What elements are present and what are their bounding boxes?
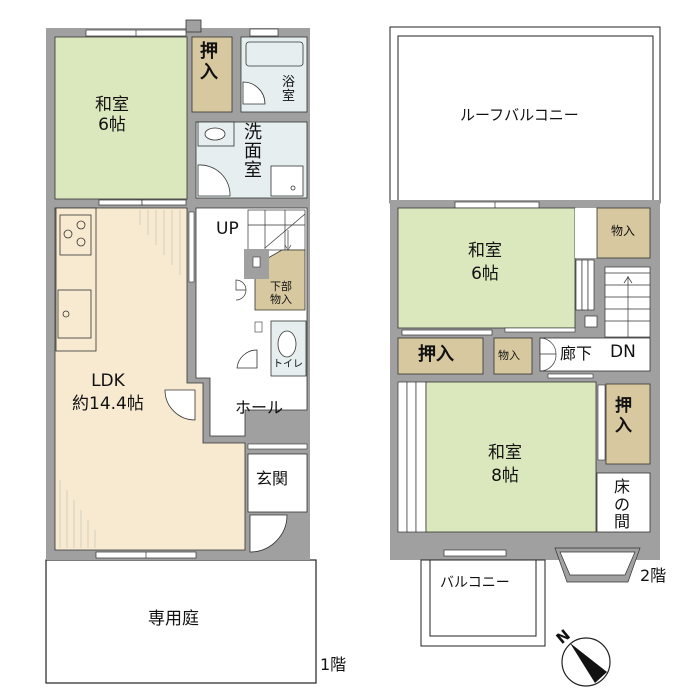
corridor [539, 337, 651, 372]
tokonoma-label: 床 の 間 [614, 478, 630, 531]
senmen-label: 洗 面 室 [244, 122, 262, 181]
room-name: 和室 [488, 443, 522, 463]
bathtub [245, 41, 304, 67]
ldk-room [54, 207, 246, 551]
room-size: 6帖 [98, 115, 126, 136]
washitsu-6-upstairs-label: 和室 6帖 [468, 240, 502, 286]
label-char: の [614, 494, 631, 514]
washitsu-6-upstairs [397, 207, 576, 329]
label-char: 床 [614, 477, 631, 496]
staircase-up [247, 209, 306, 251]
label-char: 入 [200, 61, 218, 83]
label-char: 間 [614, 512, 631, 532]
tokonoma [596, 472, 651, 533]
label-char: 面 [244, 140, 262, 162]
stairs-down-label: DN [610, 342, 636, 362]
room-name: 和室 [95, 95, 129, 115]
roof-balcony-label: ルーフバルコニー [460, 106, 579, 124]
label-line: 下部 [270, 280, 292, 293]
stairs-up-label: UP [216, 219, 239, 239]
room-size: 6帖 [471, 263, 499, 284]
washitsu-8-label: 和室 8帖 [488, 442, 522, 488]
floor2-plan [389, 26, 661, 647]
floor2-label: 2階 [640, 566, 667, 585]
small-storage-label: 物入 [498, 349, 520, 362]
label-char: 室 [282, 89, 296, 105]
oshiire-upstairs-label: 押入 [418, 344, 454, 365]
label-char: 入 [615, 415, 632, 436]
oshiire-closet [191, 36, 233, 113]
staircase-down [604, 266, 651, 338]
washing-machine-pan [270, 165, 304, 197]
washitsu-6-label: 和室 6帖 [95, 95, 129, 136]
toilet-icon [277, 330, 297, 358]
genkan-label: 玄関 [256, 469, 289, 488]
sink-icon [204, 127, 226, 141]
compass-icon: N [553, 626, 611, 687]
floor1-plan [45, 19, 317, 684]
room-size: 約14.4帖 [72, 393, 144, 414]
label-char: 浴 [282, 75, 296, 90]
storage-top-label: 物入 [611, 224, 636, 238]
kitchen-sink [57, 289, 92, 339]
under-stair-label: 下部 物入 [270, 280, 292, 306]
ldk-label: LDK 約14.4帖 [72, 370, 144, 416]
bath-label: 浴 室 [282, 75, 296, 105]
hall-label: ホール [235, 398, 284, 417]
label-char: 洗 [244, 122, 262, 143]
entrance-door [249, 514, 288, 553]
room-size: 8帖 [491, 465, 519, 486]
garden-area [45, 559, 317, 684]
washitsu-8-room [425, 381, 597, 533]
label-char: 押 [615, 396, 632, 416]
upstairs-storage [596, 207, 651, 259]
balcony-label: バルコニー [440, 575, 510, 591]
label-line: 物入 [270, 293, 292, 307]
corridor-label: 廊下 [560, 344, 593, 363]
room-name: 和室 [468, 241, 502, 261]
oshiire-closet-upstairs [397, 337, 484, 375]
room-name: LDK [91, 371, 125, 391]
floor1-label: 1階 [320, 655, 347, 674]
label-char: 室 [244, 159, 262, 181]
oshiire-vertical [605, 383, 651, 465]
genkan-entrance [247, 453, 308, 513]
washitsu-6-room [54, 36, 188, 200]
oshiire-vertical-label: 押 入 [615, 396, 632, 436]
small-storage [493, 337, 533, 375]
toilet-label: トイレ [273, 359, 303, 370]
label-char: 押 [200, 41, 218, 62]
stove-icon [59, 214, 92, 256]
garden-label: 専用庭 [148, 609, 199, 629]
oshiire-label: 押 入 [200, 41, 218, 83]
